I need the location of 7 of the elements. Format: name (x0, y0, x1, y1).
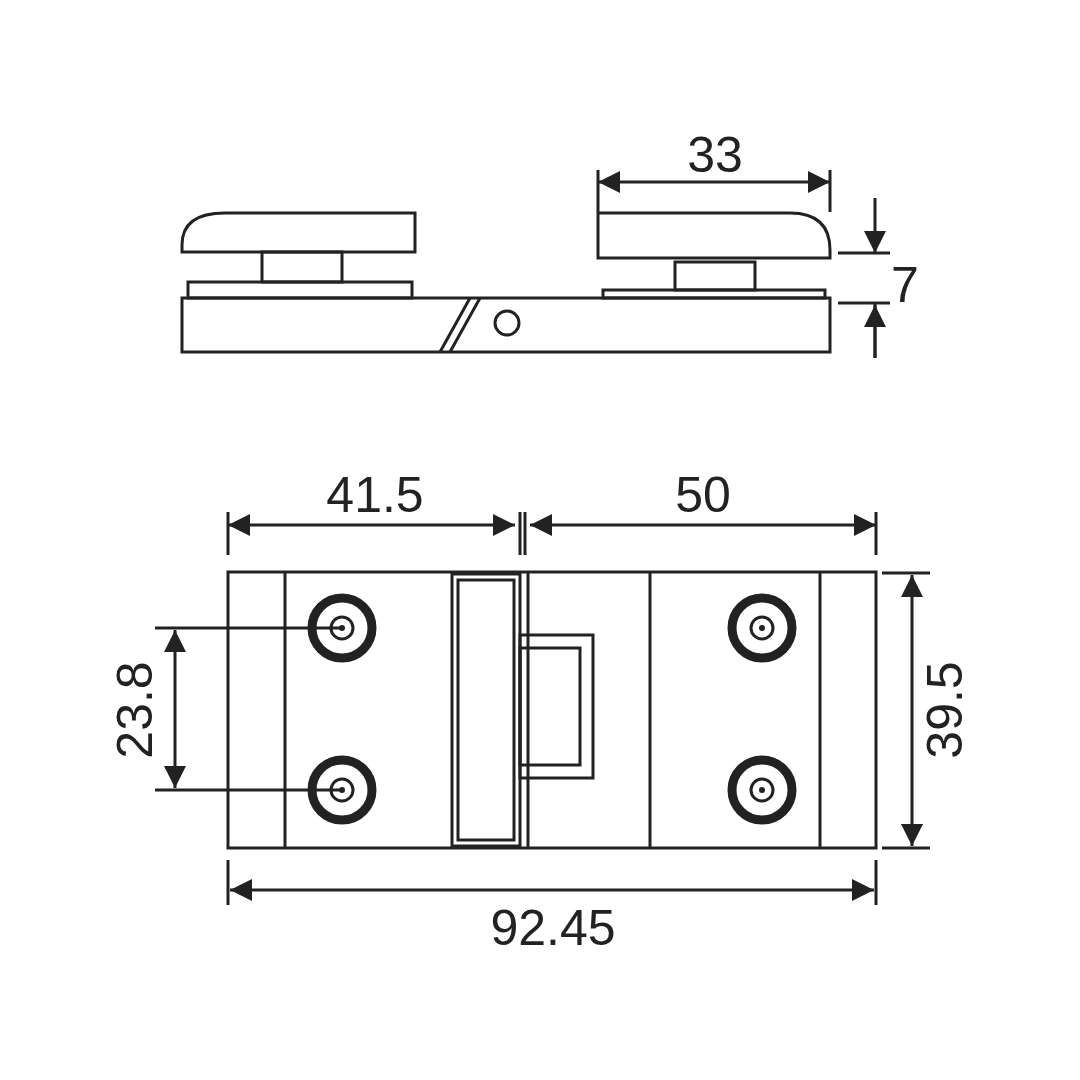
dimension-label: 33 (687, 130, 743, 180)
dimension-label: 7 (891, 260, 919, 310)
dimension-label: 23.8 (110, 661, 160, 759)
dimension-label: 41.5 (326, 470, 424, 520)
dimension-label: 50 (675, 470, 731, 520)
dimension-label: 39.5 (920, 661, 970, 759)
dimension-label: 92.45 (490, 903, 616, 953)
